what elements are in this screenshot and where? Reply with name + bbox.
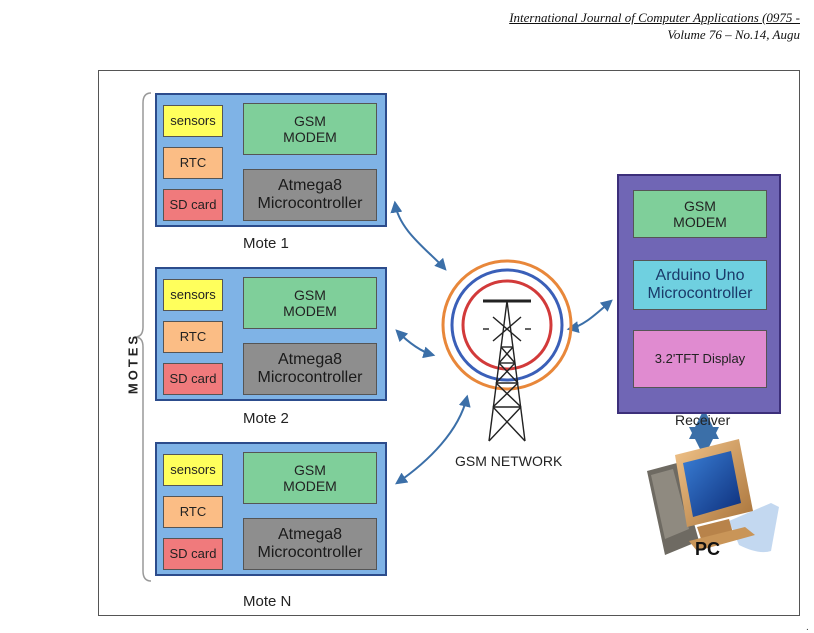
mote-2-sensors: sensors — [163, 279, 223, 311]
arrow-mote1-network — [390, 200, 447, 271]
network-ring-middle — [450, 268, 564, 382]
network-ring-inner — [461, 279, 553, 371]
receiver-tft-display: 3.2'TFT Display — [633, 330, 767, 388]
journal-header-volume: Volume 76 – No.14, Augu — [667, 27, 800, 42]
mote-2-box: sensors RTC SD card GSM MODEM Atmega8 Mi… — [155, 267, 387, 401]
mote-2-rtc: RTC — [163, 321, 223, 353]
motes-group-label: MOTES — [125, 332, 141, 395]
mote-1-box: sensors RTC SD card GSM MODEM Atmega8 Mi… — [155, 93, 387, 227]
system-architecture-figure: MOTES sensors RTC SD card GSM MODEM Atme… — [98, 70, 800, 616]
motes-brace — [134, 92, 152, 582]
network-ring-outer — [441, 259, 573, 391]
mote-n-sensors: sensors — [163, 454, 223, 486]
receiver-label: Receiver — [675, 412, 731, 428]
arrow-moteN-network — [395, 394, 471, 485]
mote-1-sd-card: SD card — [163, 189, 223, 221]
pc-computer-icon — [647, 439, 779, 555]
mote-n-microcontroller: Atmega8 Microcontroller — [243, 518, 377, 570]
receiver-box: GSM MODEM Arduino Uno Microcontroller 3.… — [617, 174, 781, 414]
mote-1-microcontroller: Atmega8 Microcontroller — [243, 169, 377, 221]
mote-2-sd-card: SD card — [163, 363, 223, 395]
arrow-network-receiver — [566, 299, 613, 333]
mote-n-gsm-modem: GSM MODEM — [243, 452, 377, 504]
mote-2-microcontroller: Atmega8 Microcontroller — [243, 343, 377, 395]
page-mark: . — [806, 622, 809, 633]
mote-1-sensors: sensors — [163, 105, 223, 137]
mote-1-label: Mote 1 — [243, 235, 289, 252]
receiver-arduino-uno: Arduino Uno Microcontroller — [633, 260, 767, 310]
arrow-mote2-network — [395, 329, 436, 359]
mote-2-gsm-modem: GSM MODEM — [243, 277, 377, 329]
figure-drawing — [134, 92, 779, 582]
mote-n-rtc: RTC — [163, 496, 223, 528]
mote-1-rtc: RTC — [163, 147, 223, 179]
mote-2-label: Mote 2 — [243, 410, 289, 427]
gsm-network-label: GSM NETWORK — [455, 453, 563, 469]
pc-label: PC — [695, 539, 721, 559]
mote-n-sd-card: SD card — [163, 538, 223, 570]
mote-1-gsm-modem: GSM MODEM — [243, 103, 377, 155]
journal-header-title: International Journal of Computer Applic… — [509, 10, 800, 25]
receiver-gsm-modem: GSM MODEM — [633, 190, 767, 238]
mote-n-label: Mote N — [243, 593, 292, 610]
gsm-tower-icon — [483, 299, 531, 442]
mote-n-box: sensors RTC SD card GSM MODEM Atmega8 Mi… — [155, 442, 387, 576]
